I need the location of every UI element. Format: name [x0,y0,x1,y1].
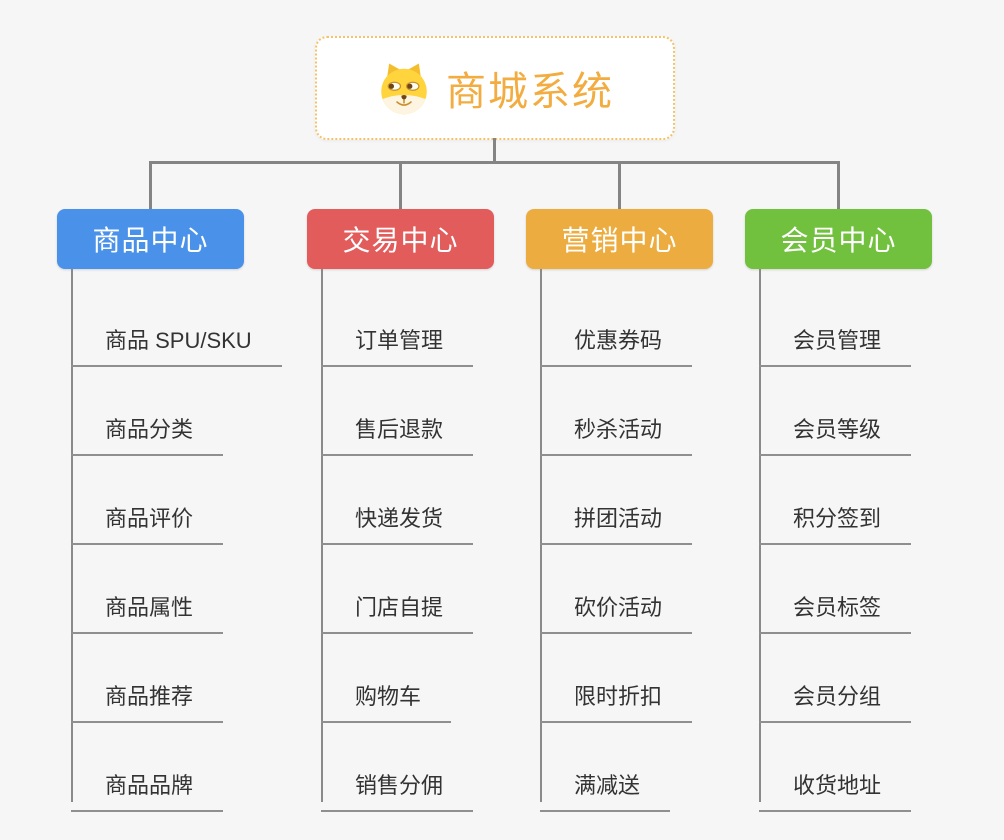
leaf-item[interactable]: 快递发货 [321,501,474,545]
branch-label: 会员中心 [780,225,897,256]
root-title: 商城系统 [446,70,614,114]
leaf-item[interactable]: 会员标签 [759,590,912,634]
leaf-item[interactable]: 优惠券码 [540,323,693,367]
leaf-item[interactable]: 商品属性 [71,590,224,634]
branch-column-2: 交易中心 订单管理售后退款快递发货门店自提购物车销售分佣 [307,161,557,821]
branch-label: 商品中心 [92,225,209,256]
branch-column-4: 会员中心 会员管理会员等级积分签到会员标签会员分组收货地址 [745,161,995,821]
leaf-item[interactable]: 积分签到 [759,501,912,545]
connector-branch-drop [618,161,621,210]
leaf-item[interactable]: 商品推荐 [71,679,224,723]
connector-branch-drop [837,161,840,210]
leaf-item[interactable]: 商品 SPU/SKU [71,323,282,367]
branch-rail-line [321,269,323,802]
branch-rail-line [759,269,761,802]
leaf-item[interactable]: 商品分类 [71,412,224,456]
branch-label: 营销中心 [561,225,678,256]
leaf-item[interactable]: 门店自提 [321,590,474,634]
branch-node-1[interactable]: 商品中心 [57,209,244,269]
leaf-item[interactable]: 拼团活动 [540,501,693,545]
branch-column-1: 商品中心 商品 SPU/SKU 商品分类商品评价商品属性商品推荐商品品牌 [57,161,307,821]
connector-root-stub [493,138,496,164]
branch-rail-line [540,269,542,802]
branch-rail-line [71,269,73,802]
leaf-item[interactable]: 砍价活动 [540,590,693,634]
leaf-item[interactable]: 限时折扣 [540,679,693,723]
leaf-item[interactable]: 订单管理 [321,323,474,367]
leaf-item[interactable]: 售后退款 [321,412,474,456]
branch-node-3[interactable]: 营销中心 [526,209,713,269]
connector-bus [149,161,840,164]
branch-node-2[interactable]: 交易中心 [307,209,494,269]
leaf-item[interactable]: 会员分组 [759,679,912,723]
leaf-item[interactable]: 会员等级 [759,412,912,456]
leaf-item[interactable]: 购物车 [321,679,452,723]
leaf-item[interactable]: 商品评价 [71,501,224,545]
connector-branch-drop [399,161,402,210]
leaf-item[interactable]: 秒杀活动 [540,412,693,456]
connector-branch-drop [149,161,152,210]
branch-node-4[interactable]: 会员中心 [745,209,932,269]
leaf-item[interactable]: 商品品牌 [71,768,224,812]
doge-icon [376,60,432,116]
branch-column-3: 营销中心 优惠券码秒杀活动拼团活动砍价活动限时折扣满减送 [526,161,776,821]
leaf-item[interactable]: 会员管理 [759,323,912,367]
leaf-item[interactable]: 收货地址 [759,768,912,812]
root-node[interactable]: 商城系统 [315,36,675,140]
leaf-item[interactable]: 销售分佣 [321,768,474,812]
branch-label: 交易中心 [342,225,459,256]
leaf-item[interactable]: 满减送 [540,768,671,812]
